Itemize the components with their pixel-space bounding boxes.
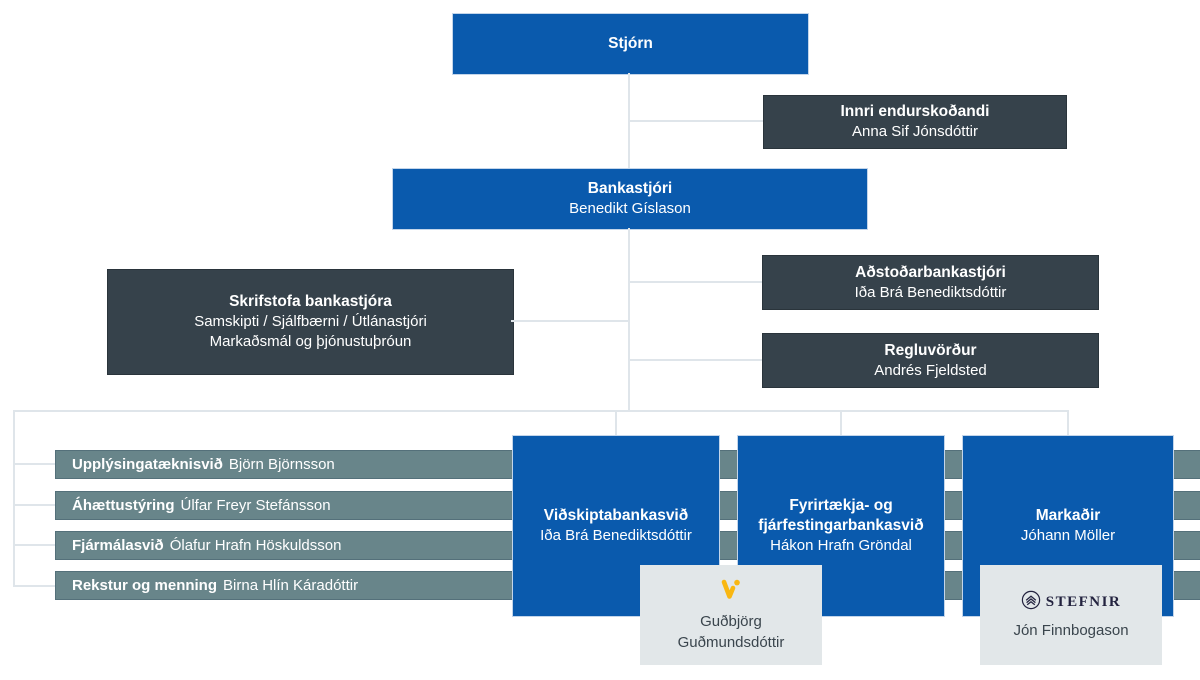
- connector-ceo-office: [511, 320, 629, 322]
- connector-span: [13, 410, 1069, 412]
- ceo-office-line3: Markaðsmál og þjónustuþróun: [209, 333, 412, 350]
- subsidiary-name: Guðbjörg Guðmundsdóttir: [677, 613, 785, 651]
- bar-name: Birna Hlín Káradóttir: [223, 577, 359, 594]
- deputy-ceo-name: Iða Brá Benediktsdóttir: [854, 283, 1007, 301]
- compliance-title: Regluvörður: [884, 341, 977, 359]
- ceo-office-title: Skrifstofa bankastjóra: [229, 293, 392, 310]
- subsidiary-stefnir-box: STEFNIR Jón Finnbogason: [980, 565, 1162, 665]
- internal-audit-box: Innri endurskoðandi Anna Sif Jónsdóttir: [763, 95, 1067, 149]
- connector-drop-division-1: [615, 410, 617, 435]
- connector-bar-4: [13, 585, 55, 587]
- board-box: Stjórn: [452, 13, 809, 75]
- subsidiary-name: Jón Finnbogason: [1013, 621, 1129, 639]
- internal-audit-name: Anna Sif Jónsdóttir: [852, 123, 978, 140]
- division-name: Jóhann Möller: [1020, 527, 1116, 544]
- division-title: Markaðir: [1035, 507, 1101, 524]
- division-name: Iða Brá Benediktsdóttir: [540, 527, 692, 544]
- vordur-logo-icon: [718, 577, 744, 607]
- bar-title: Upplýsingatæknisvið: [72, 456, 223, 473]
- ceo-box: Bankastjóri Benedikt Gíslason: [392, 168, 868, 230]
- bar-title: Rekstur og menning: [72, 577, 218, 594]
- connector-internal-audit: [629, 120, 763, 122]
- stefnir-wordmark: STEFNIR: [1045, 594, 1122, 610]
- connector-drop-division-2: [840, 410, 842, 435]
- board-title: Stjórn: [608, 35, 653, 52]
- connector-deputy-ceo: [629, 281, 762, 283]
- connector-left-vertical: [13, 410, 15, 587]
- compliance-name: Andrés Fjeldsted: [874, 361, 987, 379]
- stefnir-mountain-icon: [1021, 590, 1041, 616]
- subsidiary-vordur-box: Guðbjörg Guðmundsdóttir: [640, 565, 822, 665]
- bar-name: Úlfar Freyr Stefánsson: [180, 497, 331, 514]
- stefnir-logo: STEFNIR: [1021, 590, 1122, 616]
- division-fyrirtaekja: Fyrirtækja- og fjárfestingarbankasvið Há…: [737, 435, 945, 617]
- deputy-ceo-title: Aðstoðarbankastjóri: [855, 263, 1006, 281]
- compliance-box: Regluvörður Andrés Fjeldsted: [762, 333, 1099, 388]
- deputy-ceo-box: Aðstoðarbankastjóri Iða Brá Benediktsdót…: [762, 255, 1099, 310]
- division-name: Hákon Hrafn Gröndal: [770, 537, 912, 554]
- connector-ceo-down: [628, 228, 630, 412]
- division-title: Fyrirtækja- og fjárfestingarbankasvið: [758, 497, 924, 534]
- ceo-name: Benedikt Gíslason: [569, 200, 691, 217]
- ceo-title: Bankastjóri: [587, 180, 673, 197]
- ceo-office-line2: Samskipti / Sjálfbærni / Útlánastjóri: [194, 313, 427, 330]
- connector-bar-1: [13, 463, 55, 465]
- connector-drop-division-3: [1067, 410, 1069, 435]
- bar-title: Fjármálasvið: [72, 537, 164, 554]
- bar-title: Áhættustýring: [72, 497, 175, 514]
- connector-bar-2: [13, 504, 55, 506]
- connector-bar-3: [13, 544, 55, 546]
- bar-name: Björn Björnsson: [228, 456, 335, 473]
- connector-compliance: [629, 359, 762, 361]
- bar-name: Ólafur Hrafn Höskuldsson: [169, 537, 342, 554]
- ceo-office-box: Skrifstofa bankastjóra Samskipti / Sjálf…: [107, 269, 514, 375]
- division-title: Viðskiptabankasvið: [543, 507, 689, 524]
- internal-audit-title: Innri endurskoðandi: [840, 103, 990, 120]
